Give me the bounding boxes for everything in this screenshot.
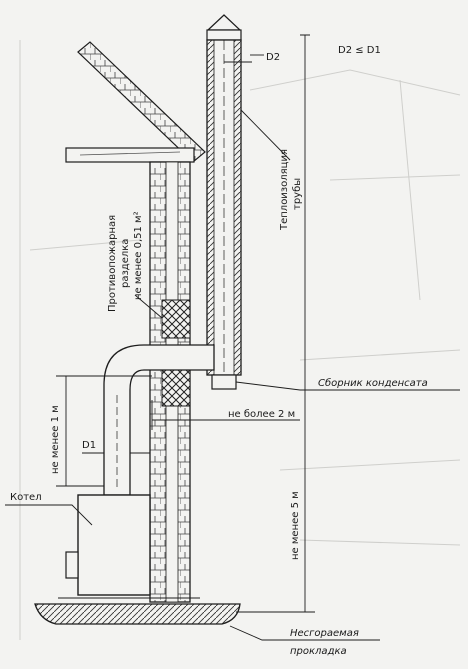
diameter-relation-label: D2 ≤ D1 — [338, 45, 381, 56]
d2-label: D2 — [266, 52, 280, 63]
dimension-lines — [5, 34, 460, 641]
firebreak-label-line1: Противопожарная — [107, 215, 118, 312]
insulation-label-line2: трубы — [292, 178, 303, 210]
connector-pipe — [103, 344, 215, 496]
firebreak-label-line2: разделка — [120, 239, 131, 288]
condensate-label: Сборник конденсата — [318, 377, 428, 389]
roof — [65, 41, 206, 163]
non-combustible-pad — [34, 597, 241, 625]
labels: D2 D2 ≤ D1 Теплоизоляция трубы Противопо… — [10, 45, 428, 657]
boiler-label: Котел — [10, 492, 42, 503]
max-horizontal-label: не более 2 м — [228, 409, 295, 420]
brick-chimney — [149, 161, 191, 603]
firebreak-label-line3: не менее 0,51 м² — [133, 211, 144, 300]
min-height-5m-label: не менее 5 м — [290, 491, 301, 560]
boiler — [65, 494, 151, 596]
d1-label: D1 — [82, 440, 96, 451]
insulated-flue-pipe — [206, 14, 242, 390]
insulation-label-line1: Теплоизоляция — [279, 149, 290, 231]
background-sketch — [19, 40, 461, 640]
pad-label-line2: прокладка — [290, 646, 347, 657]
min-height-1m-label: не менее 1 м — [50, 405, 61, 474]
pad-label-line1: Несгораемая — [290, 628, 359, 639]
